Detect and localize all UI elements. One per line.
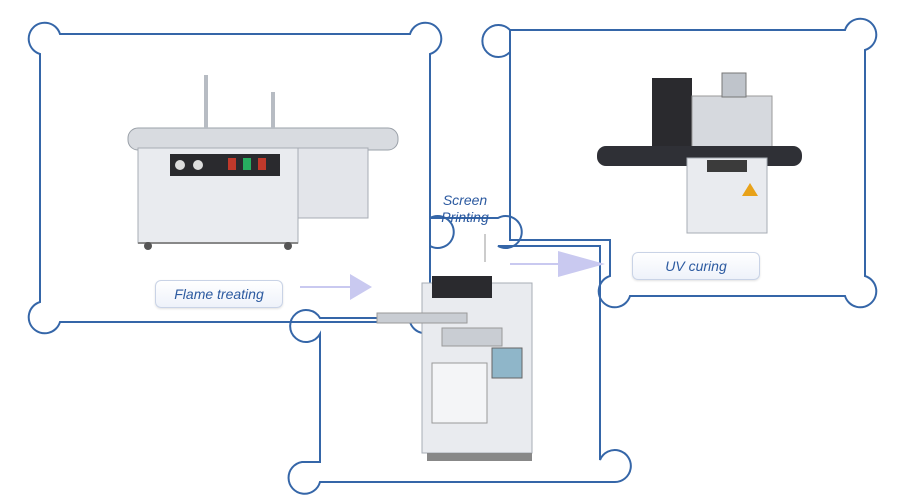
frame-screen-printing bbox=[287, 215, 632, 495]
uv-curing-label: UV curing bbox=[632, 252, 760, 280]
screen-printing-machine-image bbox=[376, 276, 533, 461]
screen-printing-label-line2: Printing bbox=[441, 209, 489, 225]
uv-curing-machine-image bbox=[597, 72, 802, 234]
flow-arrow-icon bbox=[300, 251, 605, 300]
screen-printing-label-line1: Screen bbox=[442, 192, 488, 208]
flame-treating-label: Flame treating bbox=[155, 280, 283, 308]
screen-printing-label: Screen Printing bbox=[425, 192, 505, 226]
flame-treating-machine-image bbox=[127, 75, 399, 250]
